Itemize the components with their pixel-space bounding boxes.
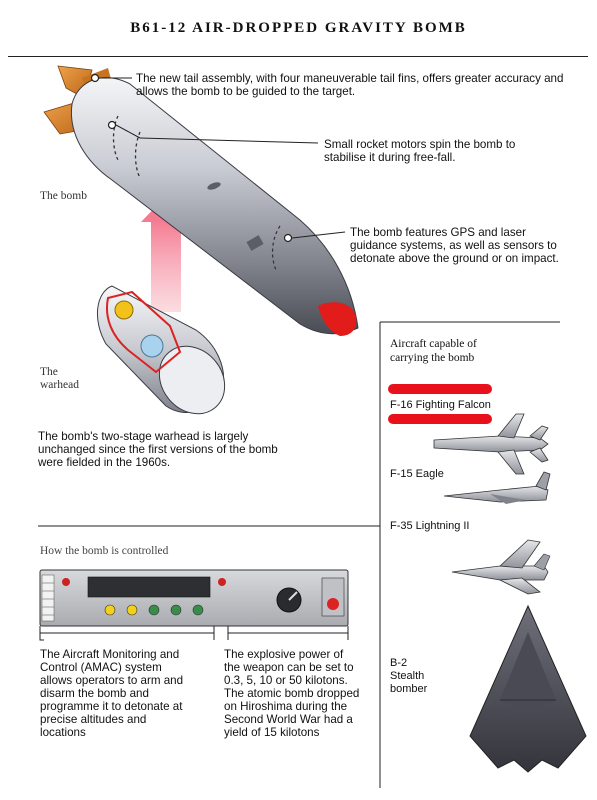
highlight-bar-bottom xyxy=(388,414,492,424)
control-heading: How the bomb is controlled xyxy=(40,545,169,557)
amac-brackets xyxy=(39,626,349,641)
page-title: B61-12 AIR-DROPPED GRAVITY BOMB xyxy=(130,20,467,36)
aircraft-name-f35: F-35 Lightning II xyxy=(390,520,470,532)
warhead-note: The bomb's two-stage warhead is largely … xyxy=(38,430,278,469)
bomb-illustration xyxy=(43,65,359,336)
f16-illustration xyxy=(433,413,549,475)
b2-illustration xyxy=(469,604,587,773)
rocket-callout: Small rocket motors spin the bomb to sta… xyxy=(324,138,516,164)
callout-leaders xyxy=(99,77,346,239)
amac-description: The Aircraft Monitoring and Control (AMA… xyxy=(40,648,184,739)
warhead-illustration xyxy=(96,285,226,415)
f15-illustration xyxy=(443,471,551,504)
gps-callout: The bomb features GPS and laser guidance… xyxy=(350,226,559,265)
highlight-bar-top xyxy=(388,384,492,394)
aircraft-name-f16: F-16 Fighting Falcon xyxy=(390,399,491,411)
yield-description: The explosive power of the weapon can be… xyxy=(224,648,360,739)
aircraft-name-b2: B-2 Stealth bomber xyxy=(390,657,428,695)
amac-control-panel xyxy=(39,569,349,627)
warhead-label-line2: warhead xyxy=(40,379,79,391)
aircraft-name-f15: F-15 Eagle xyxy=(390,468,444,480)
warhead-label-line1: The xyxy=(40,366,58,378)
bomb-label: The bomb xyxy=(40,190,87,202)
aircraft-panel-heading: Aircraft capable of carrying the bomb xyxy=(390,338,477,364)
title-rule xyxy=(8,56,588,57)
tail-callout: The new tail assembly, with four maneuve… xyxy=(136,72,564,98)
f35-illustration xyxy=(451,539,551,595)
